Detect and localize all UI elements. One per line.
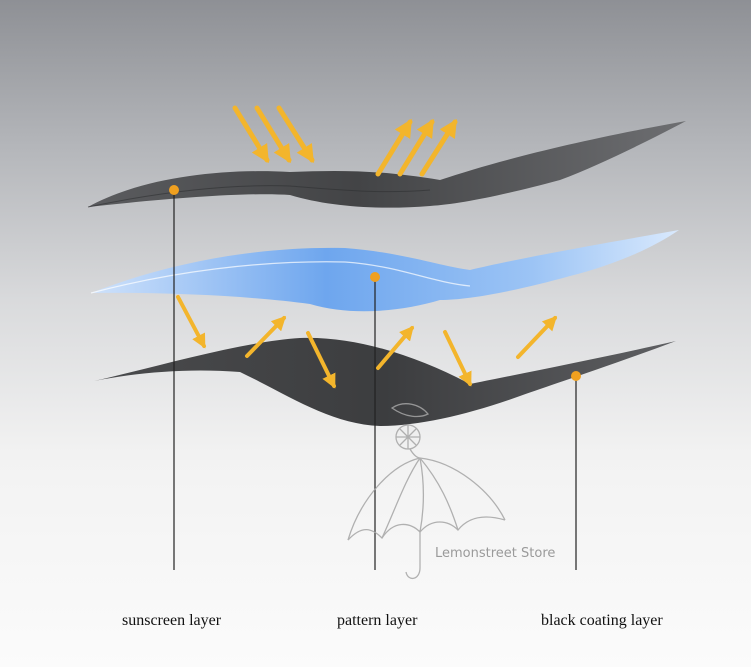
- arrow-mid-5: [443, 330, 472, 387]
- label-sunscreen-layer: sunscreen layer: [122, 612, 222, 629]
- sunscreen-sheet: [87, 121, 686, 208]
- dot-sunscreen: [169, 185, 179, 195]
- black-coating-sheet: [94, 337, 676, 426]
- arrow-mid-3: [306, 331, 336, 389]
- reflected-sun-arrows: [375, 118, 458, 177]
- dot-black-coating: [571, 371, 581, 381]
- arrow-mid-2: [245, 315, 287, 358]
- watermark-logo: [347, 403, 506, 579]
- umbrella-canopy-icon: [347, 457, 506, 541]
- arrow-in-1: [232, 105, 270, 164]
- pattern-sheet: [90, 230, 679, 312]
- incoming-sun-arrows: [232, 105, 315, 164]
- arrow-in-2: [254, 105, 292, 164]
- label-black-coating-layer: black coating layer: [541, 612, 663, 629]
- leader-lines: [173, 190, 577, 570]
- watermark-text: Lemonstreet Store: [435, 546, 555, 561]
- arrow-in-3: [276, 105, 315, 164]
- middle-arrows: [176, 295, 557, 389]
- arrow-mid-4: [376, 325, 414, 370]
- arrow-out-2: [397, 118, 435, 177]
- label-pattern-layer: pattern layer: [337, 612, 418, 629]
- dot-pattern: [370, 272, 380, 282]
- arrow-out-3: [419, 118, 458, 177]
- arrow-mid-1: [176, 295, 206, 349]
- arrow-out-1: [375, 118, 413, 177]
- arrow-mid-6: [516, 315, 557, 359]
